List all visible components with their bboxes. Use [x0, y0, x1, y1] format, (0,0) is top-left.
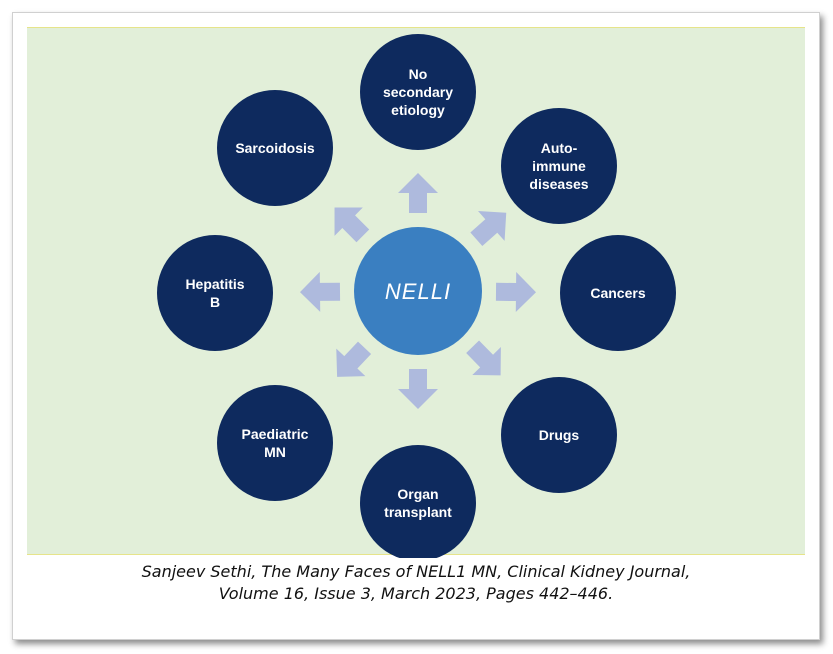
node-circle [501, 377, 617, 493]
node-circle [360, 445, 476, 558]
node-label: No [409, 66, 428, 82]
node-label: Cancers [590, 285, 645, 301]
node-label: etiology [391, 102, 445, 118]
node-cancers: Cancers [560, 235, 676, 351]
node-label: secondary [383, 84, 453, 100]
citation-caption: Sanjeev Sethi, The Many Faces of NELL1 M… [13, 561, 819, 605]
node-label: transplant [384, 504, 452, 520]
node-circle [217, 90, 333, 206]
center-label: NELLI [385, 279, 451, 304]
arrow-to-no-secondary-etiology [398, 173, 438, 213]
node-autoimmune-diseases: Auto-immune diseases [501, 108, 617, 224]
node-label: diseases [529, 176, 588, 192]
node-circle [501, 108, 617, 224]
node-label: immune [532, 158, 586, 174]
node-circle [217, 385, 333, 501]
node-label: Hepatitis [185, 276, 244, 292]
node-label: Organ [397, 486, 438, 502]
node-label: B [210, 294, 220, 310]
center-node: NELLI [354, 227, 482, 355]
arrow-to-cancers [495, 272, 536, 313]
arrow-to-organ-transplant [398, 369, 438, 409]
citation-line-1: Sanjeev Sethi, The Many Faces of NELL1 M… [141, 562, 691, 581]
arrow-to-hepatitis-b [300, 271, 341, 312]
node-sarcoidosis: Sarcoidosis [217, 90, 333, 206]
node-label: Drugs [539, 427, 580, 443]
node-drugs: Drugs [501, 377, 617, 493]
arrow-to-autoimmune-diseases [470, 211, 507, 246]
node-circle [157, 235, 273, 351]
node-circle [560, 235, 676, 351]
node-label: Auto- [541, 140, 578, 156]
arrow-to-paediatric-mn [336, 341, 372, 377]
node-no-secondary-etiology: No secondary etiology [360, 34, 476, 150]
arrow-to-drugs [466, 340, 501, 376]
center-circle [354, 227, 482, 355]
citation-line-2: Volume 16, Issue 3, March 2023, Pages 44… [218, 584, 614, 603]
node-label: Paediatric [242, 426, 309, 442]
node-circle [360, 34, 476, 150]
node-label: Sarcoidosis [235, 140, 315, 156]
arrow-to-sarcoidosis [334, 207, 370, 243]
node-label: MN [264, 444, 286, 460]
arrows-group [300, 173, 536, 409]
node-organ-transplant: Organ transplant [360, 445, 476, 558]
